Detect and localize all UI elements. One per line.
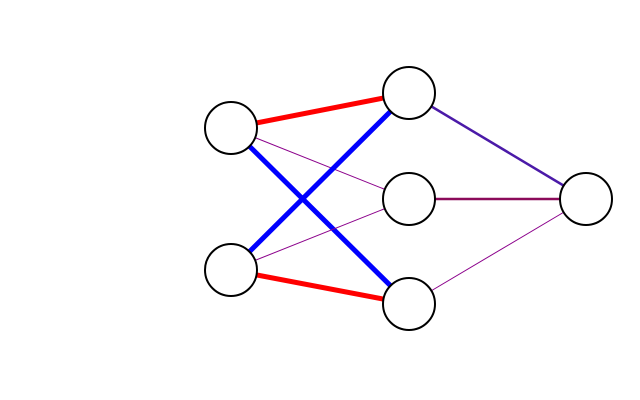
- connection-h1-o1: [408, 91, 587, 201]
- hidden-node-h1: [382, 66, 436, 120]
- connection-i2-h1: [229, 91, 411, 272]
- connection-i1-h3: [229, 126, 411, 306]
- connection-h3-o1: [408, 198, 587, 305]
- input-node-i2: [204, 243, 258, 297]
- input-node-i1: [204, 101, 258, 155]
- output-node-o1: [559, 172, 613, 226]
- hidden-node-h3: [382, 277, 436, 331]
- connection-i1-h1: [230, 90, 410, 131]
- connection-i1-h2: [230, 127, 410, 200]
- nodes-group: [204, 66, 613, 331]
- connections-group: [229, 90, 587, 307]
- hidden-node-h2: [382, 172, 436, 226]
- connection-i2-h2: [230, 198, 410, 271]
- connection-i2-h3: [230, 267, 410, 307]
